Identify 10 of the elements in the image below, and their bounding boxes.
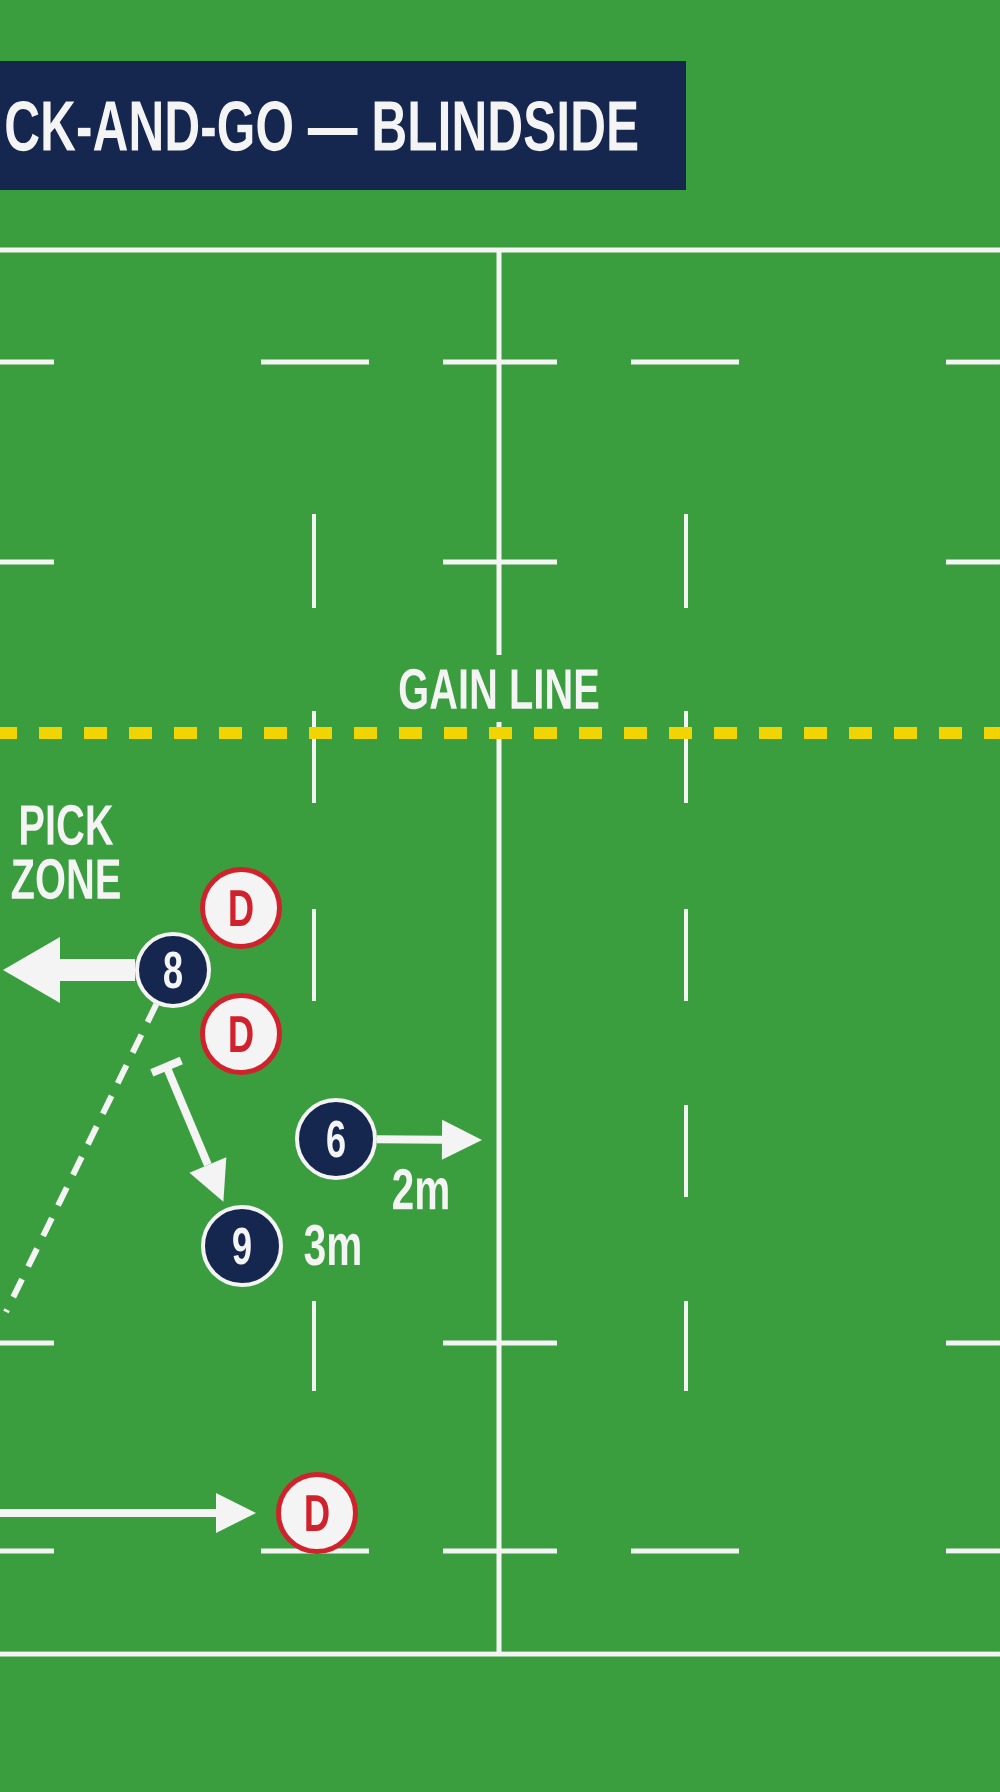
arrow bbox=[0, 1493, 256, 1533]
distance-label: 3m bbox=[304, 1224, 360, 1266]
arrow bbox=[3, 937, 135, 1003]
arrow bbox=[376, 1119, 482, 1160]
arrow bbox=[150, 1056, 227, 1202]
dashed-line bbox=[3, 1002, 160, 1314]
line-label: GAIN LINE bbox=[399, 668, 599, 710]
title-banner: CK-AND-GO — BLINDSIDE bbox=[0, 61, 686, 190]
edge-label: 2m bbox=[390, 1167, 452, 1211]
zone-label: PICK ZONE bbox=[11, 804, 120, 900]
